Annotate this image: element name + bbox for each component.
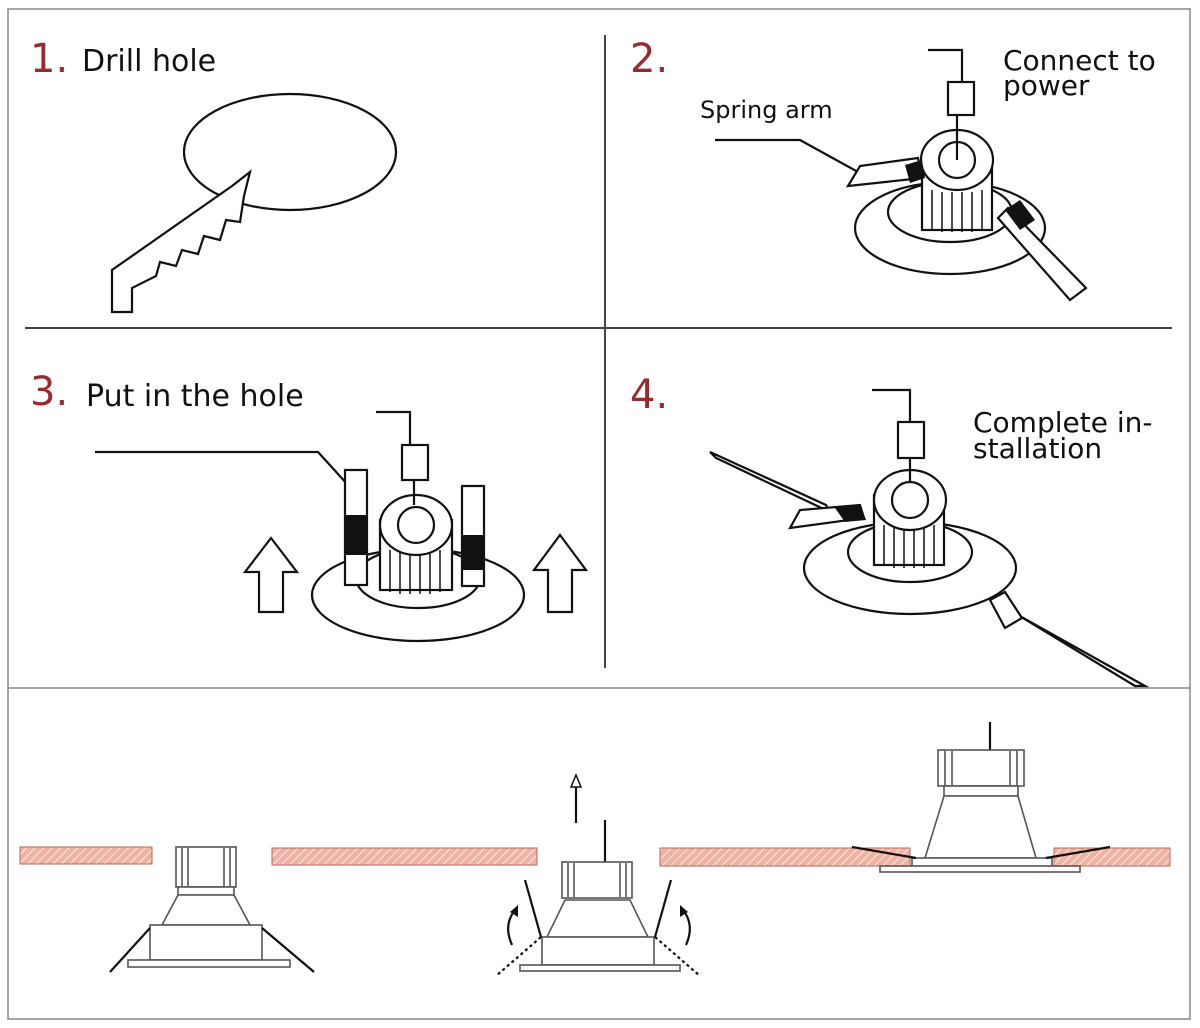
up-arrow-icon (242, 536, 300, 614)
connect-label-line1: Connect to (1003, 44, 1156, 77)
step-1-title: Drill hole (82, 44, 216, 79)
rotate-arrow-icon (682, 909, 691, 946)
step-3-title: Put in the hole (86, 379, 304, 414)
downlight-icon (109, 846, 315, 973)
spring-leader-line (95, 450, 349, 486)
step-2-number: 2. (630, 36, 668, 82)
bottom-panel (19, 722, 1171, 977)
downlight-icon (310, 410, 526, 643)
ceiling-board (271, 847, 538, 866)
step-4: 4. Complete in- stallation (630, 372, 1152, 688)
step-4-number: 4. (630, 372, 668, 418)
downlight-icon (495, 773, 701, 977)
outer-frame (7, 8, 1191, 1020)
step-2: 2. Connect to power Spring arm (630, 36, 1156, 302)
ceiling-board (19, 846, 153, 865)
connect-label-line2: power (1003, 69, 1090, 102)
downlight-icon (845, 48, 1088, 302)
spring-arm-label: Spring arm (700, 96, 833, 124)
ceiling-board (1053, 847, 1171, 867)
step-1: 1. Drill hole (30, 36, 398, 314)
hole-outline (182, 92, 398, 212)
complete-label-line1: Complete in- (973, 406, 1152, 439)
rotate-arrow-icon (507, 909, 516, 946)
complete-label-line2: stallation (973, 432, 1102, 465)
spring-arm-leader (715, 138, 859, 173)
saw-icon (110, 169, 252, 314)
up-arrow-icon (531, 533, 589, 614)
downlight-icon (709, 388, 1150, 688)
step-3: 3. Put in the hole (30, 369, 589, 643)
step-3-number: 3. (30, 369, 68, 415)
downlight-icon (851, 722, 1111, 873)
step-1-number: 1. (30, 36, 68, 82)
